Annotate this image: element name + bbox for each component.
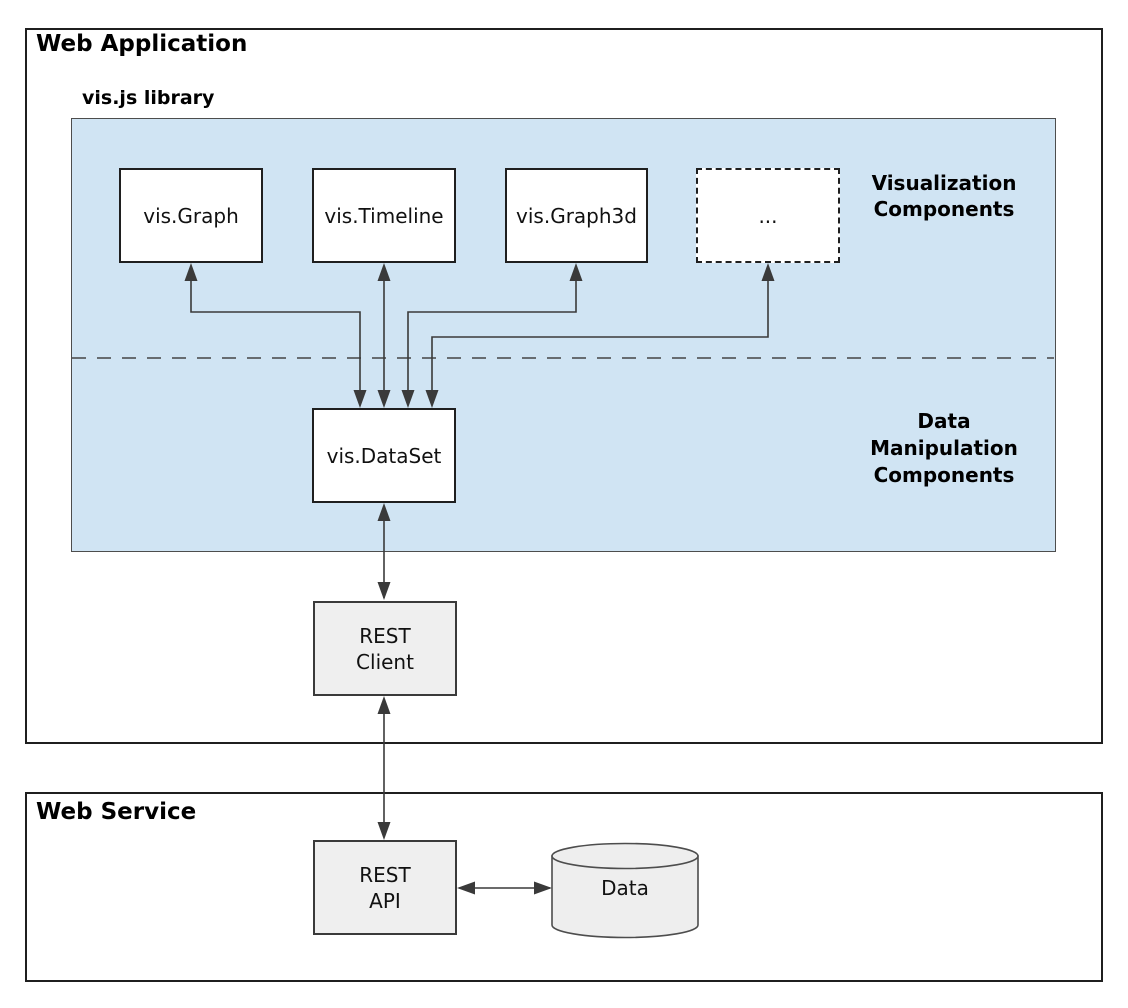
box-vis-dataset-label: vis.DataSet [326,443,442,468]
web-application-container [25,28,1103,744]
box-vis-timeline-label: vis.Timeline [324,203,444,228]
data-store-label: Data [601,876,649,900]
box-vis-timeline: vis.Timeline [312,168,456,263]
box-vis-graph: vis.Graph [119,168,263,263]
vis-library-label: vis.js library [82,87,215,109]
web-application-title: Web Application [36,31,248,57]
box-vis-graph-label: vis.Graph [143,203,239,228]
web-service-title: Web Service [36,799,197,825]
web-service-container [25,792,1103,982]
box-more-components: ... [696,168,840,263]
box-vis-graph3d-label: vis.Graph3d [516,203,637,228]
data-manipulation-components-label: Data Manipulation Components [870,409,1018,487]
box-rest-api: REST API [313,840,457,935]
box-rest-client: REST Client [313,601,457,696]
box-vis-graph3d: vis.Graph3d [505,168,648,263]
visualization-components-label: Visualization Components [871,171,1017,221]
box-more-components-label: ... [758,203,778,228]
box-vis-dataset: vis.DataSet [312,408,456,503]
